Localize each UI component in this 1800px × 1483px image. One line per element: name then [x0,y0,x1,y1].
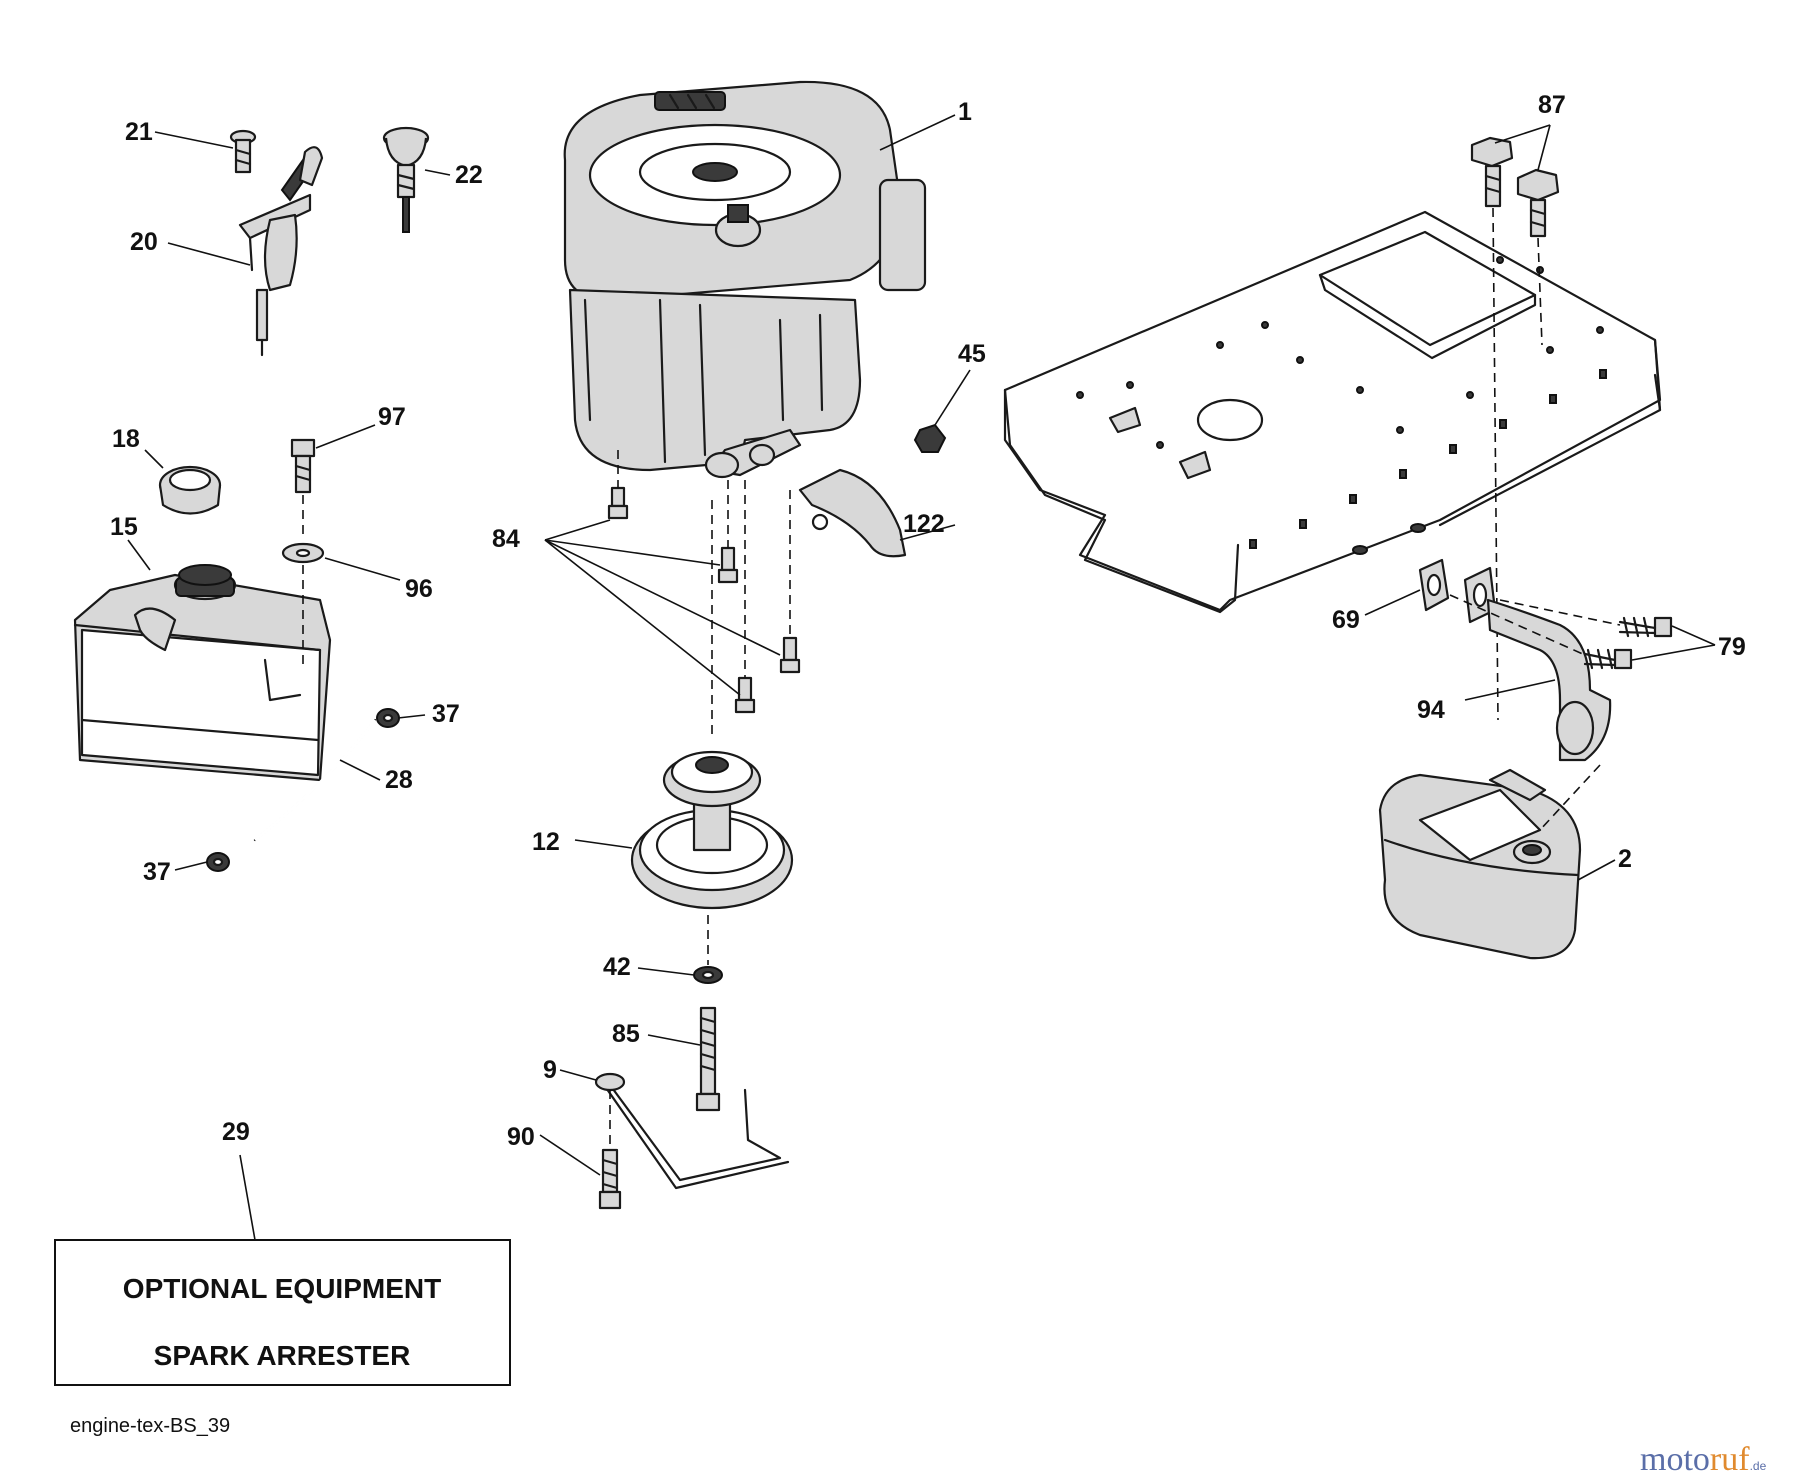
exhaust-bolt-1 [1618,616,1673,638]
engine-assembly [563,80,927,479]
muffler [1378,768,1582,960]
callout-1: 1 [958,98,972,126]
callout-18: 18 [112,425,140,453]
hose-clamp-upper [376,708,400,728]
callout-69: 69 [1332,606,1360,634]
logo-suffix: .de [1750,1459,1767,1473]
exhaust-gasket-1 [1418,558,1450,612]
pulley-washer [693,966,723,984]
callout-20: 20 [130,228,158,256]
leader-lines [127,114,1716,1241]
engine-pulley [630,500,794,910]
oil-drain-chute [798,468,907,558]
callout-122: 122 [903,510,945,538]
fuel-cap [158,465,222,515]
optional-equipment-box: OPTIONAL EQUIPMENT SPARK ARRESTER [54,1239,511,1386]
callout-96: 96 [405,575,433,603]
pulley-bolt [695,1006,721,1112]
callout-15: 15 [110,513,138,541]
callout-37-lower: 37 [143,858,171,886]
callout-22: 22 [455,161,483,189]
svg-text:motoruf.de: motoruf.de [1640,1441,1767,1478]
callout-90: 90 [507,1123,535,1151]
exhaust-pipe [1486,598,1612,762]
callout-labels: 1 2 9 12 15 18 20 21 22 28 29 37 37 42 4… [110,91,1746,1151]
callout-45: 45 [958,340,986,368]
callout-12: 12 [532,828,560,856]
callout-87: 87 [1538,91,1566,119]
throttle-screw [229,129,257,174]
motoruf-logo: motoruf.de [1640,1441,1767,1478]
engine-mounting-bolts [607,450,801,714]
throttle-control [238,146,324,357]
exhaust-bolt-2 [1583,648,1633,670]
callout-21: 21 [125,118,153,146]
frame-plate [1003,210,1662,614]
callout-28: 28 [385,766,413,794]
callout-97: 97 [378,403,406,431]
callout-37-upper: 37 [432,700,460,728]
optional-equipment-heading: OPTIONAL EQUIPMENT [123,1273,441,1304]
tank-bolt [290,438,316,494]
callout-84: 84 [492,525,520,553]
hose-clamp-lower [206,852,230,872]
logo-moto: moto [1640,1441,1710,1478]
fuel-line [253,718,377,842]
callout-85: 85 [612,1020,640,1048]
spark-arrester-label: SPARK ARRESTER [154,1340,411,1371]
callout-42: 42 [603,953,631,981]
choke-knob [382,126,430,233]
bracket-bolt [598,1148,622,1210]
callout-94: 94 [1417,696,1445,724]
callout-29: 29 [222,1118,250,1146]
belt-guide-bracket [594,1072,790,1190]
logo-ruf: ruf [1710,1441,1750,1478]
callout-2: 2 [1618,845,1632,873]
fuel-tank [73,564,332,782]
engine-nut [913,423,947,453]
tank-washer [281,542,325,564]
callout-79: 79 [1718,633,1746,661]
drawing-code: engine-tex-BS_39 [70,1415,230,1437]
callout-9: 9 [543,1056,557,1084]
frame-bolt-right [1516,168,1560,238]
frame-bolt-left [1470,136,1514,208]
